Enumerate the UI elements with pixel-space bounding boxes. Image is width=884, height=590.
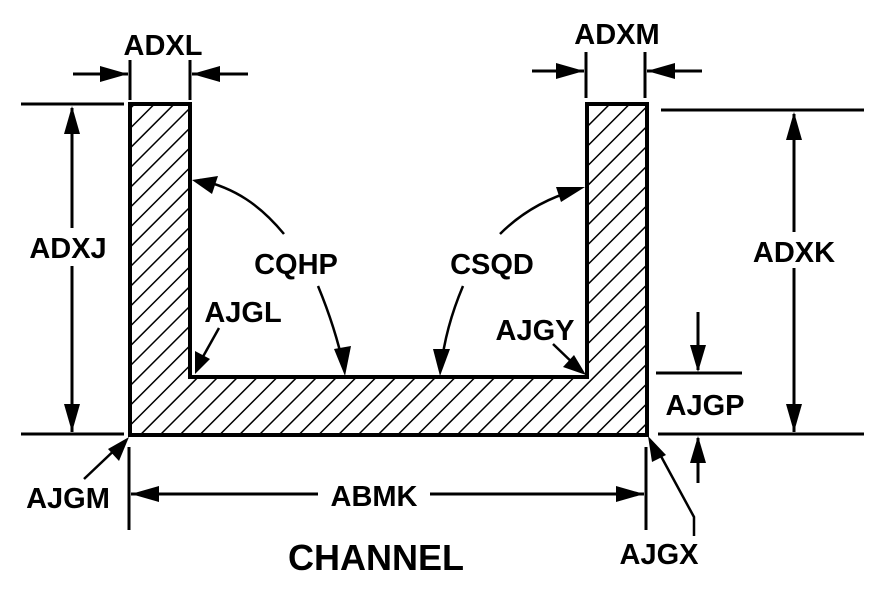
label-adxl: ADXL <box>124 30 203 62</box>
diagram-title: CHANNEL <box>288 537 464 578</box>
label-csqd: CSQD <box>450 249 534 281</box>
label-cqhp: CQHP <box>254 249 338 281</box>
label-ajgx: AJGX <box>620 539 700 571</box>
ajgl-leader <box>195 327 221 374</box>
adxj-dimension <box>21 102 124 436</box>
ajgx-leader <box>648 436 696 536</box>
label-adxj: ADXJ <box>29 233 106 265</box>
ajgm-leader <box>83 437 129 480</box>
csqd-leader <box>433 187 585 376</box>
label-abmk: ABMK <box>331 481 418 513</box>
ajgp-dimension <box>656 312 742 483</box>
cqhp-leader <box>192 176 351 376</box>
label-adxk: ADXK <box>753 237 835 269</box>
label-ajgp: AJGP <box>666 390 745 422</box>
label-adxm: ADXM <box>574 19 659 51</box>
label-ajgl: AJGL <box>204 297 281 329</box>
adxl-dimension <box>73 60 248 100</box>
label-ajgy: AJGY <box>496 315 575 347</box>
adxk-dimension <box>658 108 864 436</box>
adxm-dimension <box>532 52 702 98</box>
channel-section <box>128 102 649 437</box>
abmk-dimension <box>127 447 648 530</box>
ajgy-leader <box>552 343 586 375</box>
label-ajgm: AJGM <box>26 483 110 515</box>
